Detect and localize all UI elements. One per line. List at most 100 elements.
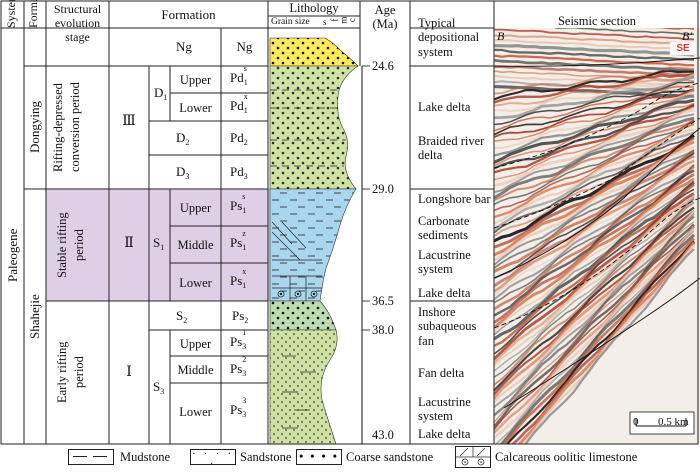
seismic-reflector bbox=[494, 88, 695, 142]
seismic-reflector bbox=[494, 28, 694, 41]
code-pd2: Pd2 bbox=[230, 130, 248, 147]
seismic-reflector bbox=[494, 70, 695, 101]
dep-lake-delta-1: Lake delta bbox=[418, 100, 471, 114]
seismic-reflector bbox=[494, 196, 695, 367]
seismic-reflector bbox=[494, 225, 695, 430]
age-29-0: 29.0 bbox=[372, 182, 394, 196]
dep-lake-delta-3: Lake delta bbox=[418, 427, 471, 441]
seismic-reflector bbox=[494, 116, 695, 200]
header-age: Age(Ma) bbox=[372, 3, 398, 32]
seismic-reflector bbox=[494, 34, 695, 46]
seismic-reflector bbox=[494, 164, 695, 301]
legend-coarse-label: Coarse sandstone bbox=[346, 450, 434, 464]
seismic-reflector bbox=[494, 225, 696, 434]
member-d1: D1 bbox=[154, 85, 168, 102]
header-seismic: Seismic section bbox=[557, 14, 637, 28]
dep-longshore: Longshore bar bbox=[418, 192, 491, 206]
seismic-reflector bbox=[494, 88, 695, 136]
seismic-reflector bbox=[494, 150, 695, 273]
seismic-reflector bbox=[494, 106, 695, 181]
se-badge bbox=[669, 41, 697, 56]
seismic-reflector bbox=[494, 44, 695, 57]
member-s2: S2 bbox=[176, 308, 188, 325]
seismic-reflector bbox=[494, 149, 695, 266]
legend-sandstone-label: Sandstone bbox=[240, 450, 292, 464]
seismic-reflector bbox=[494, 72, 695, 104]
age-24-6: 24.6 bbox=[372, 59, 394, 73]
formation-shahejie: Shahejie bbox=[27, 294, 42, 339]
system-paleogene: Paleogene bbox=[5, 228, 20, 282]
sub-s1-upper: Upper bbox=[179, 201, 212, 215]
seismic-section bbox=[494, 28, 700, 444]
lithology-column bbox=[269, 37, 359, 444]
seismic-reflector bbox=[494, 180, 695, 333]
seismic-horizon bbox=[494, 57, 700, 67]
stage-iii: Ⅲ bbox=[122, 114, 136, 129]
seismic-reflector bbox=[494, 119, 695, 206]
seismic-reflector bbox=[494, 196, 695, 372]
dep-lake-delta-2: Lake delta bbox=[418, 286, 471, 300]
dep-fan-delta: Fan delta bbox=[418, 366, 465, 380]
seismic-reflector bbox=[494, 227, 696, 440]
age-38-0: 38.0 bbox=[372, 323, 394, 337]
seismic-reflector bbox=[494, 206, 695, 392]
seismic-reflector bbox=[494, 73, 695, 107]
seismic-reflector bbox=[494, 213, 695, 408]
seismic-horizon bbox=[494, 197, 700, 329]
seismic-reflector bbox=[494, 149, 695, 269]
member-s3: S3 bbox=[153, 379, 165, 396]
code-ps2: Ps2 bbox=[232, 308, 249, 325]
seismic-reflector bbox=[494, 221, 695, 423]
seismic-reflector bbox=[494, 58, 695, 73]
seismic-reflector bbox=[494, 134, 695, 234]
member-ng: Ng bbox=[176, 39, 192, 54]
seismic-reflector bbox=[510, 241, 696, 444]
seismic-reflector bbox=[494, 165, 695, 311]
member-d2: D2 bbox=[176, 130, 190, 147]
legend-mudstone-swatch bbox=[68, 449, 114, 465]
sub-d1-lower: Lower bbox=[179, 101, 212, 115]
legend-mudstone-label: Mudstone bbox=[120, 450, 170, 464]
member-s1: S1 bbox=[153, 235, 165, 252]
legend-coarse-swatch: • • • • bbox=[296, 449, 342, 465]
stable-period-highlight bbox=[46, 189, 109, 301]
seismic-reflector bbox=[494, 66, 695, 95]
seismic-reflector bbox=[494, 75, 695, 120]
seismic-horizon bbox=[494, 82, 700, 169]
member-d3: D3 bbox=[176, 164, 190, 181]
seismic-reflector bbox=[494, 164, 695, 304]
stable-stage-highlight bbox=[109, 189, 149, 301]
seismic-reflector bbox=[494, 91, 695, 150]
seismic-reflector bbox=[494, 210, 695, 395]
seismic-reflector bbox=[494, 89, 695, 138]
seismic-horizon bbox=[494, 127, 700, 279]
seismic-reflector bbox=[494, 104, 695, 170]
seismic-reflector bbox=[494, 65, 695, 78]
seismic-reflector bbox=[494, 181, 695, 341]
seismic-reflector bbox=[494, 118, 695, 202]
sub-s1-middle: Middle bbox=[177, 238, 214, 252]
legend: Mudstone · · · · · Sandstone • • • • Coa… bbox=[0, 444, 700, 470]
header-lithology: Lithology bbox=[289, 1, 339, 15]
sub-d1-upper: Upper bbox=[179, 73, 212, 87]
scale-zero: 0 bbox=[633, 416, 639, 428]
header-system: System bbox=[4, 0, 18, 28]
seismic-reflector bbox=[494, 85, 695, 98]
seismic-horizon bbox=[503, 277, 700, 409]
seismic-reflector bbox=[494, 223, 695, 428]
seismic-reflector bbox=[524, 248, 695, 444]
seismic-reflector bbox=[494, 173, 695, 324]
